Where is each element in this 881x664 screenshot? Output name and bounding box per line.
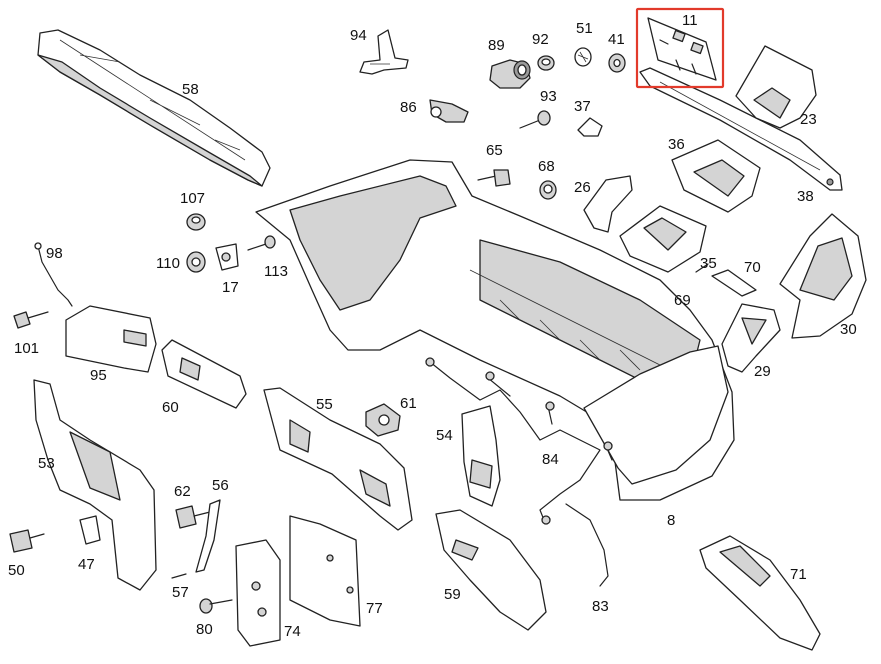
callout-68: 68 [538, 158, 555, 175]
callout-37: 37 [574, 98, 591, 115]
part-80-screw[interactable] [199, 598, 233, 614]
part-93-screw[interactable] [519, 110, 551, 129]
part-50-bolt[interactable] [9, 529, 45, 553]
callout-38: 38 [797, 188, 814, 205]
callout-26: 26 [574, 179, 591, 196]
part-74-plate[interactable] [235, 539, 281, 647]
part-55-carrier[interactable] [263, 387, 413, 531]
part-86-fastener[interactable] [429, 99, 469, 123]
part-30-side-cover[interactable] [779, 213, 867, 339]
callout-59: 59 [444, 586, 461, 603]
part-37-clip[interactable] [577, 117, 603, 137]
part-29-corner-trim[interactable] [721, 303, 781, 373]
callout-65: 65 [486, 142, 503, 159]
part-56-strap[interactable] [195, 499, 221, 573]
callout-80: 80 [196, 621, 213, 638]
part-71-moulding[interactable] [699, 535, 821, 651]
callout-56: 56 [212, 477, 229, 494]
callout-101: 101 [14, 340, 39, 357]
part-98-cable[interactable] [34, 242, 73, 307]
part-54-bracket[interactable] [461, 405, 501, 507]
callout-69: 69 [674, 292, 691, 309]
part-11-bracket[interactable] [647, 17, 717, 81]
callout-60: 60 [162, 399, 179, 416]
callout-11: 11 [682, 12, 698, 29]
part-36-panel[interactable] [671, 139, 761, 213]
callout-113: 113 [264, 263, 288, 280]
callout-35: 35 [700, 255, 717, 272]
part-26-trim[interactable] [583, 175, 633, 233]
part-107-clip[interactable] [186, 213, 206, 231]
part-83-cable[interactable] [565, 503, 609, 587]
part-69-grille[interactable] [619, 205, 707, 273]
part-84-harness[interactable] [425, 357, 613, 525]
callout-95: 95 [90, 367, 107, 384]
part-41-washer[interactable] [608, 53, 626, 73]
part-77-plate[interactable] [289, 515, 361, 627]
callout-58: 58 [182, 81, 199, 98]
callout-29: 29 [754, 363, 771, 380]
callout-71: 71 [790, 566, 807, 583]
callout-57: 57 [172, 584, 189, 601]
callout-54: 54 [436, 427, 453, 444]
part-58-impact-beam[interactable] [37, 29, 271, 187]
callout-94: 94 [350, 27, 367, 44]
part-35-seal[interactable] [695, 263, 709, 273]
callout-61: 61 [400, 395, 417, 412]
callout-70: 70 [744, 259, 761, 276]
part-70-seal[interactable] [711, 269, 757, 297]
callout-110: 110 [156, 255, 180, 272]
callout-53: 53 [38, 455, 55, 472]
callout-55: 55 [316, 396, 333, 413]
callout-89: 89 [488, 37, 505, 54]
part-92-nut[interactable] [537, 55, 555, 71]
part-53-frame[interactable] [33, 379, 157, 591]
part-23-cover[interactable] [735, 45, 817, 129]
callout-17: 17 [222, 279, 239, 296]
part-68-nut[interactable] [539, 180, 557, 200]
callout-107: 107 [180, 190, 205, 207]
part-8-bumper-cover[interactable] [255, 159, 735, 501]
part-57-pin[interactable] [171, 573, 187, 579]
part-11-highlight-box [635, 7, 725, 89]
part-62-bolt[interactable] [175, 505, 211, 529]
part-110-nut[interactable] [186, 251, 206, 273]
part-47-clip[interactable] [79, 515, 101, 545]
callout-51: 51 [576, 20, 593, 37]
callout-41: 41 [608, 31, 625, 48]
callout-93: 93 [540, 88, 557, 105]
callout-47: 47 [78, 556, 95, 573]
part-61-sensor[interactable] [365, 403, 401, 437]
part-60-bracket[interactable] [161, 339, 247, 409]
part-65-bolt[interactable] [477, 169, 511, 187]
callout-83: 83 [592, 598, 609, 615]
callout-86: 86 [400, 99, 417, 116]
callout-77: 77 [366, 600, 383, 617]
callout-74: 74 [284, 623, 301, 640]
callout-36: 36 [668, 136, 685, 153]
part-95-foam-block[interactable] [65, 305, 157, 373]
callout-84: 84 [542, 451, 559, 468]
callout-98: 98 [46, 245, 63, 262]
part-101-screw[interactable] [13, 311, 49, 329]
part-94-bracket[interactable] [359, 29, 409, 75]
part-17-clip[interactable] [215, 243, 239, 271]
callout-23: 23 [800, 111, 817, 128]
callout-50: 50 [8, 562, 25, 579]
part-51-washer[interactable] [574, 47, 592, 67]
part-38-strip[interactable] [639, 67, 843, 191]
part-113-screw[interactable] [247, 235, 276, 251]
part-89-actuator[interactable] [489, 59, 531, 89]
callout-30: 30 [840, 321, 857, 338]
part-59-reflector[interactable] [435, 509, 547, 631]
callout-92: 92 [532, 31, 549, 48]
callout-62: 62 [174, 483, 191, 500]
callout-8: 8 [667, 512, 675, 529]
